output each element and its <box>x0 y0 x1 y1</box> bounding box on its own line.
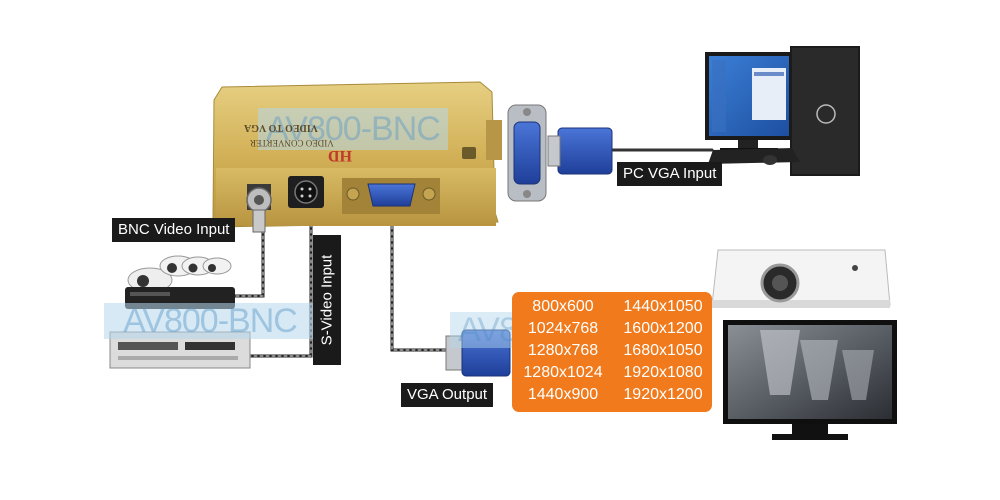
bnc-port <box>246 184 272 233</box>
resolution-value: 1920x1200 <box>623 386 703 403</box>
resolution-row: 1024x768 1600x1200 <box>512 320 712 342</box>
pc-vga-connectors <box>507 104 613 202</box>
device-product-line-2: VIDEO CONVERTER <box>250 138 334 148</box>
resolution-value: 1920x1080 <box>623 364 703 381</box>
resolution-value: 800x600 <box>532 298 594 315</box>
svideo-input-text: S-Video Input <box>318 254 336 346</box>
keyboard <box>708 148 800 165</box>
vga-output-label: VGA Output <box>401 383 494 407</box>
resolution-row: 1280x1024 1920x1080 <box>512 364 712 386</box>
pc-vga-input-label: PC VGA Input <box>617 162 723 186</box>
watermark-left: AV800-BNC <box>104 303 316 339</box>
device-product-line-1: VIDEO TO VGA <box>244 122 318 133</box>
resolution-row: 1440x900 1920x1200 <box>512 386 712 408</box>
resolution-value: 1440x1050 <box>623 298 703 315</box>
resolution-value: 1680x1050 <box>623 342 703 359</box>
lcd-monitor <box>723 320 897 440</box>
device-model-watermark: AV800-BNC <box>258 108 448 150</box>
resolution-list: 800x600 1440x1050 1024x768 1600x1200 128… <box>512 292 712 412</box>
svideo-port <box>288 176 324 208</box>
cables <box>233 148 714 358</box>
vga-output-connector <box>445 329 511 377</box>
resolution-value: 1440x900 <box>527 386 599 403</box>
projector <box>711 249 891 308</box>
converter-device <box>212 81 502 233</box>
bnc-input-label: BNC Video Input <box>112 218 236 242</box>
pc-tower <box>790 46 860 176</box>
resolution-row: 1280x768 1680x1050 <box>512 342 712 364</box>
svideo-input-label: S-Video Input <box>313 235 341 365</box>
resolution-value: 1280x1024 <box>523 364 603 381</box>
resolution-value: 1024x768 <box>527 320 599 337</box>
pc-monitor <box>705 52 793 152</box>
device-vga-port <box>342 178 440 214</box>
bnc-cable <box>233 228 265 298</box>
resolution-value: 1280x768 <box>527 342 599 359</box>
resolution-row: 800x600 1440x1050 <box>512 298 712 320</box>
device-brand-mark: HD <box>328 147 352 164</box>
vga-out-cable <box>390 218 448 352</box>
resolution-value: 1600x1200 <box>623 320 703 337</box>
